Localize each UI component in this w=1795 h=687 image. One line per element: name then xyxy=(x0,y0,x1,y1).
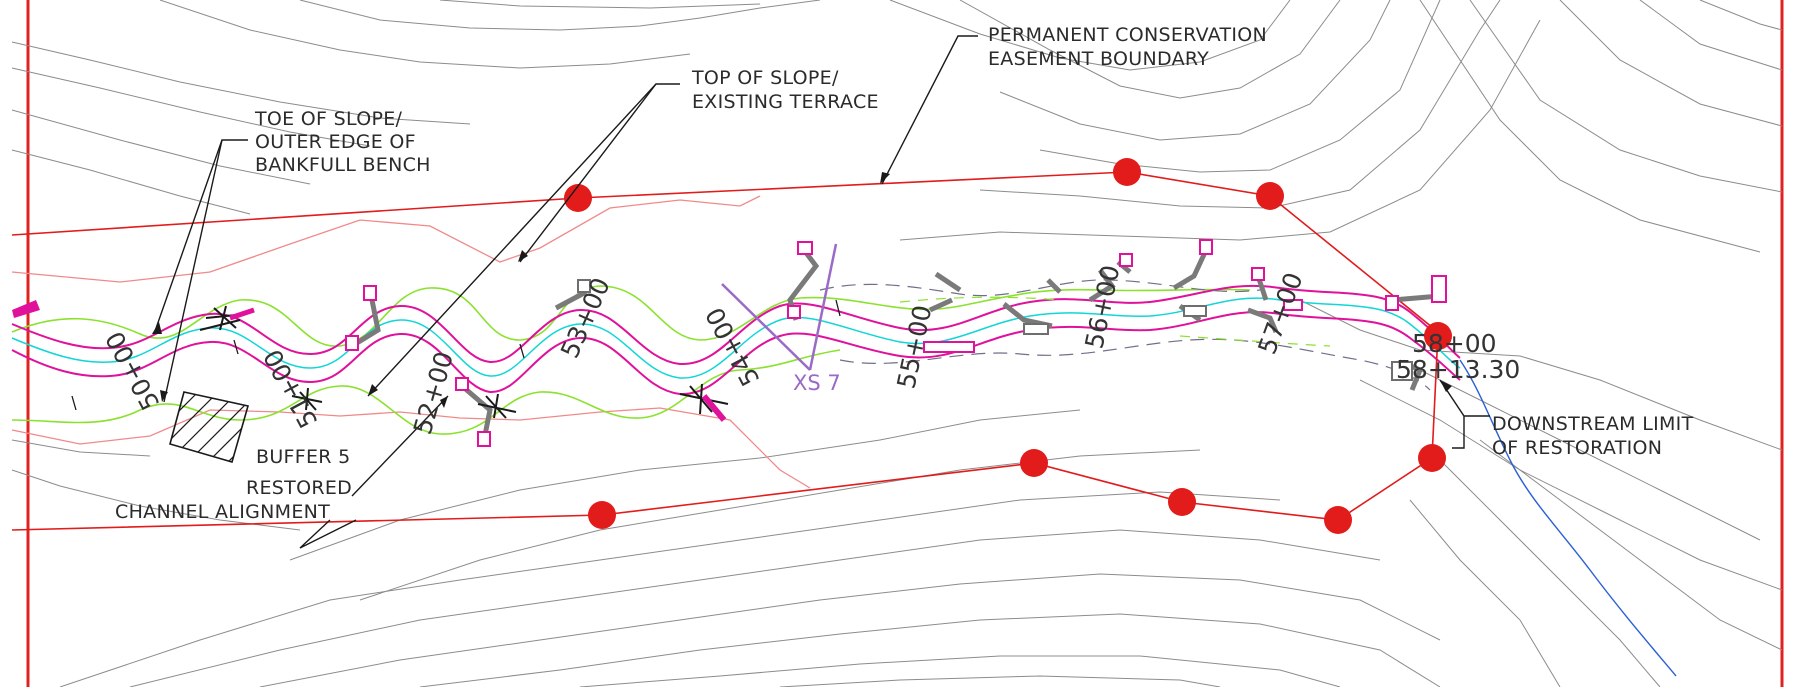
callout-buffer: BUFFER 5 xyxy=(256,446,351,468)
svg-text:CHANNEL ALIGNMENT: CHANNEL ALIGNMENT xyxy=(115,501,330,523)
in-stream-structures xyxy=(345,239,1447,447)
easement-marker-icon xyxy=(1424,322,1452,350)
svg-text:OF RESTORATION: OF RESTORATION xyxy=(1492,437,1662,459)
log-vane-structure-icon xyxy=(345,285,381,351)
existing-stream xyxy=(1459,359,1677,677)
svg-text:BANKFULL BENCH: BANKFULL BENCH xyxy=(255,154,431,176)
proposed-grading-dashed xyxy=(819,279,1431,391)
easement-marker-icon xyxy=(1113,158,1141,186)
easement-marker-icon xyxy=(1168,488,1196,516)
svg-text:DOWNSTREAM LIMIT: DOWNSTREAM LIMIT xyxy=(1492,413,1694,435)
restored-channel-alignment xyxy=(11,284,1461,396)
log-vane-structure-icon xyxy=(1172,239,1213,323)
svg-text:RESTORED: RESTORED xyxy=(246,477,352,499)
svg-text:TOP OF SLOPE/: TOP OF SLOPE/ xyxy=(691,67,839,89)
bankfull-bench xyxy=(11,285,1251,435)
station-label: 51+00 xyxy=(258,345,323,433)
easement-marker-icon xyxy=(1020,449,1048,477)
svg-text:TOE OF SLOPE/: TOE OF SLOPE/ xyxy=(254,108,403,130)
svg-text:PERMANENT CONSERVATION: PERMANENT CONSERVATION xyxy=(988,24,1267,46)
leader-lines xyxy=(152,35,1490,549)
brush-toe-icon xyxy=(679,383,729,422)
brush-toe-icon xyxy=(477,393,517,419)
easement-markers xyxy=(564,158,1452,534)
log-vane-structure-icon xyxy=(554,279,591,311)
callout-toe-of-slope: TOE OF SLOPE/ OUTER EDGE OF BANKFULL BEN… xyxy=(254,108,431,176)
cross-section-label: XS 7 xyxy=(793,371,841,395)
brush-toe-icon xyxy=(291,387,323,411)
svg-text:EASEMENT BOUNDARY: EASEMENT BOUNDARY xyxy=(988,48,1209,70)
log-vane-structure-icon xyxy=(1247,267,1303,333)
easement-marker-icon xyxy=(1418,444,1446,472)
brush-toe-clusters xyxy=(12,300,729,422)
topographic-contours xyxy=(11,0,1783,687)
svg-text:OUTER EDGE OF: OUTER EDGE OF xyxy=(255,131,416,153)
easement-marker-icon xyxy=(588,501,616,529)
station-label: 52+00 xyxy=(408,348,459,437)
station-label: 58+00 xyxy=(1412,329,1497,358)
callout-restored-channel: RESTORED CHANNEL ALIGNMENT xyxy=(115,477,352,523)
log-vane-structure-icon xyxy=(455,377,493,447)
log-vane-structure-icon xyxy=(923,271,975,353)
station-label: 50+00 xyxy=(100,327,165,415)
log-vane-structure-icon xyxy=(1088,253,1133,303)
svg-text:EXISTING TERRACE: EXISTING TERRACE xyxy=(692,91,879,113)
proposed-grading-green-dashed xyxy=(899,296,1331,347)
callout-top-of-slope: TOP OF SLOPE/ EXISTING TERRACE xyxy=(691,67,879,113)
easement-marker-icon xyxy=(1324,506,1352,534)
channel-centerline xyxy=(11,297,1461,379)
log-vane-structure-icon xyxy=(1385,275,1447,391)
callout-conservation-easement: PERMANENT CONSERVATION EASEMENT BOUNDARY xyxy=(988,24,1267,70)
station-ticks xyxy=(71,299,841,411)
station-label: 58+13.30 xyxy=(1396,355,1520,384)
log-vane-structure-icon xyxy=(1002,278,1062,335)
callout-downstream-limit: DOWNSTREAM LIMIT OF RESTORATION xyxy=(1492,413,1694,459)
log-vane-structure-icon xyxy=(787,241,820,321)
easement-marker-icon xyxy=(564,184,592,212)
cross-section-line xyxy=(721,243,838,371)
station-label: 56+00 xyxy=(1080,262,1126,351)
easement-marker-icon xyxy=(1256,182,1284,210)
brush-toe-icon xyxy=(12,300,40,318)
brush-toe-icon xyxy=(199,305,255,331)
